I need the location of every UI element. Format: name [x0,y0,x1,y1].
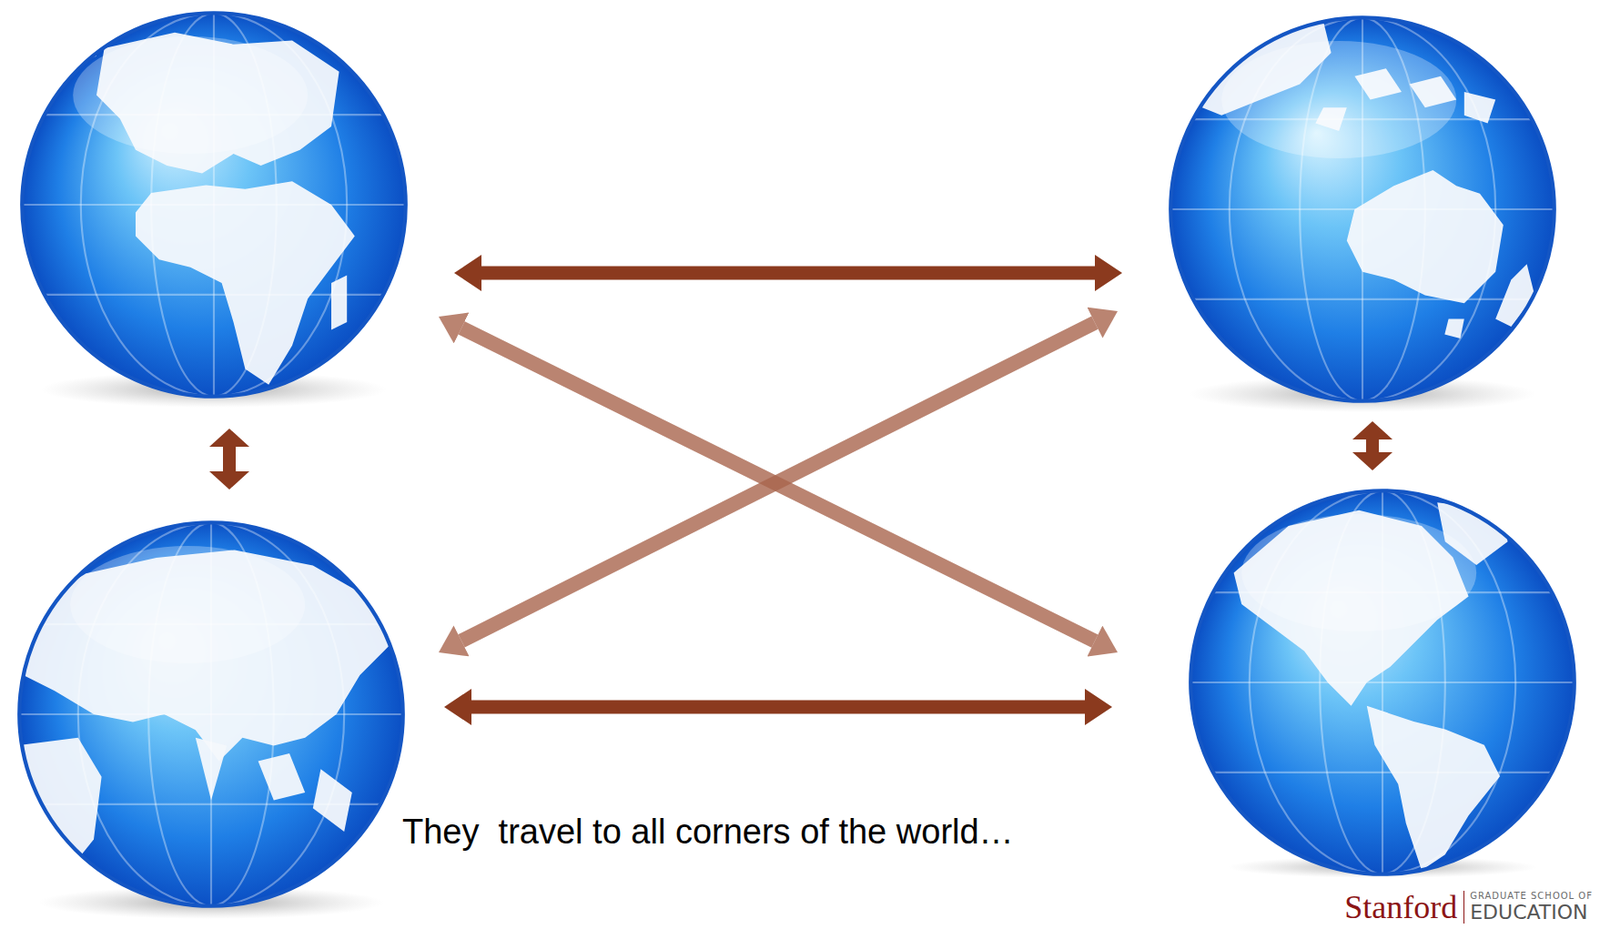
double-arrow [222,446,236,472]
double-arrow [1366,439,1379,453]
globe [15,518,407,911]
caption: They travel to all corners of the world… [402,812,1014,853]
globe-illustration [18,9,410,401]
globe-illustration [1186,486,1579,879]
logo-text: EDUCATION [1469,901,1588,924]
globe-illustration [1166,13,1559,406]
logo: Stanford GRADUATE SCHOOL OF EDUCATION [1344,891,1593,924]
double-arrow [481,266,1095,281]
globe-illustration [15,518,407,911]
globe [18,9,410,401]
double-arrow [471,700,1085,715]
globe [1166,13,1559,406]
logo-wordmark: Stanford [1344,889,1458,926]
globe [1186,486,1579,879]
logo-text: GRADUATE SCHOOL OF [1469,891,1593,902]
double-arrow [461,323,1095,642]
